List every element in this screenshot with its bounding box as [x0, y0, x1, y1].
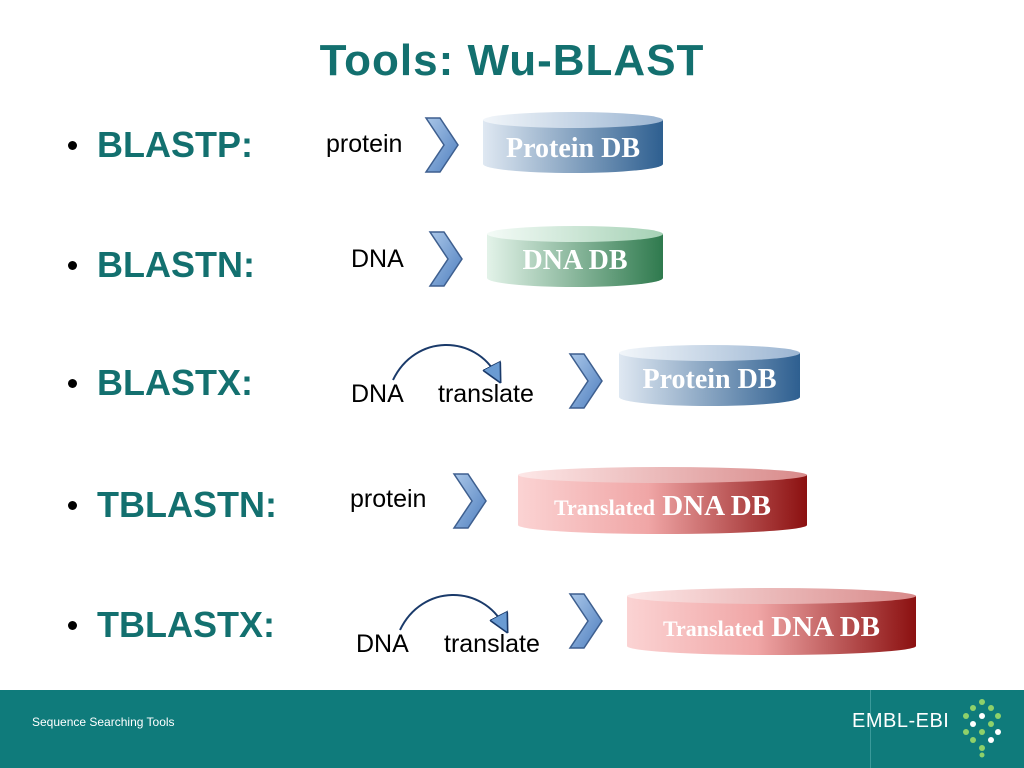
db-label: Translated DNA DB: [518, 490, 807, 523]
protein-db-cylinder: Protein DB: [619, 344, 800, 406]
bullet-item-blastx: BLASTX:: [68, 362, 253, 404]
bullet-dot: [68, 140, 77, 150]
bullet-dot: [68, 500, 77, 510]
bullet-item-tblastn: TBLASTN:: [68, 484, 277, 526]
chevron-right-icon: [568, 593, 603, 649]
bullet-dot: [68, 378, 77, 388]
bullet-dot: [68, 260, 77, 270]
translated-dna-db-cylinder: Translated DNA DB: [627, 587, 916, 655]
db-label-main: DNA DB: [662, 490, 772, 522]
protein-db-cylinder: Protein DB: [483, 111, 663, 173]
chevron-right-icon: [568, 353, 603, 409]
db-label-prefix: Translated: [662, 616, 765, 641]
db-label: Protein DB: [505, 133, 641, 164]
db-label-prefix: Translated: [553, 495, 656, 520]
input-sequence-label: DNA: [351, 245, 404, 273]
bullet-dot: [68, 620, 77, 630]
db-label-main: DNA DB: [771, 611, 881, 643]
bullet-item-blastn: BLASTN:: [68, 244, 255, 286]
footer-divider: [870, 690, 871, 768]
db-label: Translated DNA DB: [627, 611, 916, 644]
bullet-item-tblastx: TBLASTX:: [68, 604, 275, 646]
bullet-label: TBLASTX:: [97, 604, 275, 645]
bullet-item-blastp: BLASTP:: [68, 124, 253, 166]
footer-text: Sequence Searching Tools: [32, 715, 175, 729]
translate-step-label: translate: [444, 630, 540, 658]
input-sequence-label: protein: [350, 485, 427, 513]
brand-name: EMBL-EBI: [852, 710, 950, 732]
input-sequence-label: DNA: [356, 630, 409, 658]
bullet-label: BLASTX:: [97, 362, 253, 403]
chevron-right-icon: [424, 117, 459, 173]
translated-dna-db-cylinder: Translated DNA DB: [518, 466, 807, 534]
bullet-label: BLASTN:: [97, 244, 255, 285]
bullet-label: BLASTP:: [97, 124, 253, 165]
db-label: DNA DB: [522, 245, 628, 276]
footer-bar: Sequence Searching Tools EMBL-EBI: [0, 690, 1024, 768]
db-label: Protein DB: [642, 364, 777, 395]
input-sequence-label: DNA: [351, 380, 404, 408]
chevron-right-icon: [452, 473, 487, 529]
translate-arrow-icon: [392, 344, 505, 386]
translate-arrow-icon: [399, 594, 512, 636]
input-sequence-label: protein: [326, 130, 403, 158]
translate-step-label: translate: [438, 380, 534, 408]
embl-ebi-logo-icon: [963, 699, 1001, 758]
bullet-label: TBLASTN:: [97, 484, 277, 525]
chevron-right-icon: [428, 231, 463, 287]
dna-db-cylinder: DNA DB: [487, 225, 663, 287]
slide-title: Tools: Wu-BLAST: [319, 36, 705, 85]
